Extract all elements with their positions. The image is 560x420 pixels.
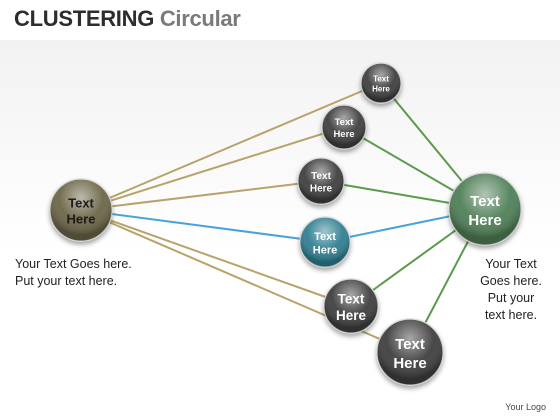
middle-node-2-gloss [322,105,366,149]
connector-left-2 [80,126,345,211]
middle-node-6-gloss [377,319,443,385]
right-hub-node-gloss [449,173,521,245]
logo-text: Your Logo [505,402,546,412]
middle-node-4-gloss [300,217,350,267]
title-bold: CLUSTERING [14,6,155,31]
connector-left-1 [80,82,382,211]
right-caption: Your Text Goes here. Put your text here. [480,257,542,322]
page-title: CLUSTERING Circular [14,6,241,32]
left-caption: Your Text Goes here. Put your text here. [15,257,132,288]
title-bar: CLUSTERING Circular [0,0,560,40]
connector-left-3 [80,180,322,211]
connector-left-5 [80,209,352,307]
middle-node-3-gloss [298,158,344,204]
middle-node-5-gloss [324,279,378,333]
connector-left-4 [80,209,326,243]
left-hub-node-gloss [50,179,112,241]
middle-node-1-gloss [361,63,401,103]
connector-lines [80,82,486,353]
title-light: Circular [159,6,241,31]
